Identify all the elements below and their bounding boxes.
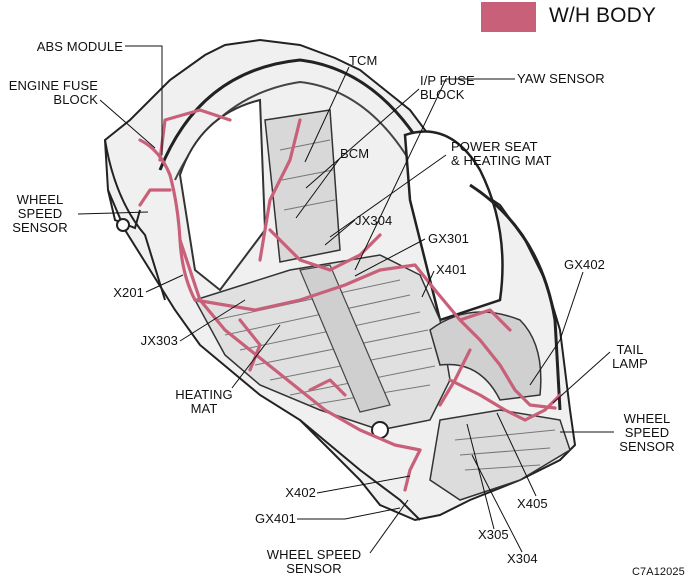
label-x304: X304 [507, 551, 538, 566]
label-x405: X405 [517, 496, 548, 511]
leader-x401 [421, 270, 435, 298]
leader-abs-module [125, 45, 163, 155]
leader-engine-fuse-block [99, 99, 156, 149]
leader-gx401 [297, 507, 401, 520]
leader-bcm [295, 157, 341, 219]
label-bcm: BCM [340, 146, 370, 161]
rear-pillar [469, 183, 562, 411]
leader-power-seat [329, 154, 447, 238]
door-arch-rear [403, 130, 504, 322]
leader-heating-mat [231, 324, 281, 389]
floor-pan [193, 254, 451, 431]
rocker-sill [299, 419, 421, 521]
label-engine-fuse-block: ENGINE FUSE BLOCK [8, 78, 98, 107]
label-x401: X401 [436, 262, 467, 277]
leader-jx303 [179, 299, 246, 342]
leader-wheel-speed-bottom [369, 499, 409, 554]
rear-wheel-well [429, 311, 542, 401]
front-door-opening [178, 98, 267, 292]
leader-x305 [466, 423, 495, 530]
leader-jx304 [324, 219, 356, 246]
leader-x402 [316, 475, 411, 494]
label-yaw-sensor: YAW SENSOR [517, 71, 605, 86]
label-jx304: JX304 [355, 213, 393, 228]
label-x305: X305 [478, 527, 509, 542]
label-gx401: GX401 [255, 511, 296, 526]
firewall [264, 109, 341, 263]
leader-tail-lamp [552, 351, 611, 404]
label-tail-lamp: TAIL LAMP [612, 342, 648, 371]
leader-tcm [304, 66, 350, 163]
label-tcm: TCM [349, 53, 378, 68]
leader-x201 [145, 274, 184, 293]
front-fender [104, 139, 166, 301]
label-abs-module: ABS MODULE [36, 39, 123, 54]
label-x201: X201 [113, 285, 144, 300]
label-wheel-speed-sensor-right: WHEEL SPEED SENSOR [619, 411, 675, 454]
leader-yaw [354, 78, 515, 271]
figure-code: C7A12025 [632, 566, 685, 578]
label-power-seat-heating-mat: POWER SEAT & HEATING MAT [451, 139, 552, 168]
wheel-hub-front [116, 218, 130, 232]
label-gx402: GX402 [564, 257, 605, 272]
leader-x304 [471, 454, 523, 553]
body-harness [138, 108, 562, 492]
leader-gx402 [529, 271, 584, 386]
label-heating-mat: HEATING MAT [175, 387, 233, 416]
label-gx301: GX301 [428, 231, 469, 246]
leader-gx301 [354, 238, 426, 277]
rear-end [429, 409, 571, 501]
leader-x405 [496, 412, 537, 497]
label-wheel-speed-sensor-bottom: WHEEL SPEED SENSOR [266, 547, 362, 576]
label-jx303: JX303 [140, 333, 178, 348]
label-wheel-speed-sensor-left: WHEEL SPEED SENSOR [12, 192, 68, 235]
label-ip-fuse-block: I/P FUSE BLOCK [420, 73, 475, 102]
leader-lines [77, 45, 614, 554]
leader-wheel-speed-left [77, 211, 149, 215]
label-x402: X402 [285, 485, 316, 500]
leader-ip-fuse [305, 88, 420, 189]
legend-swatch [481, 2, 536, 32]
legend-label: W/H BODY [549, 4, 656, 27]
